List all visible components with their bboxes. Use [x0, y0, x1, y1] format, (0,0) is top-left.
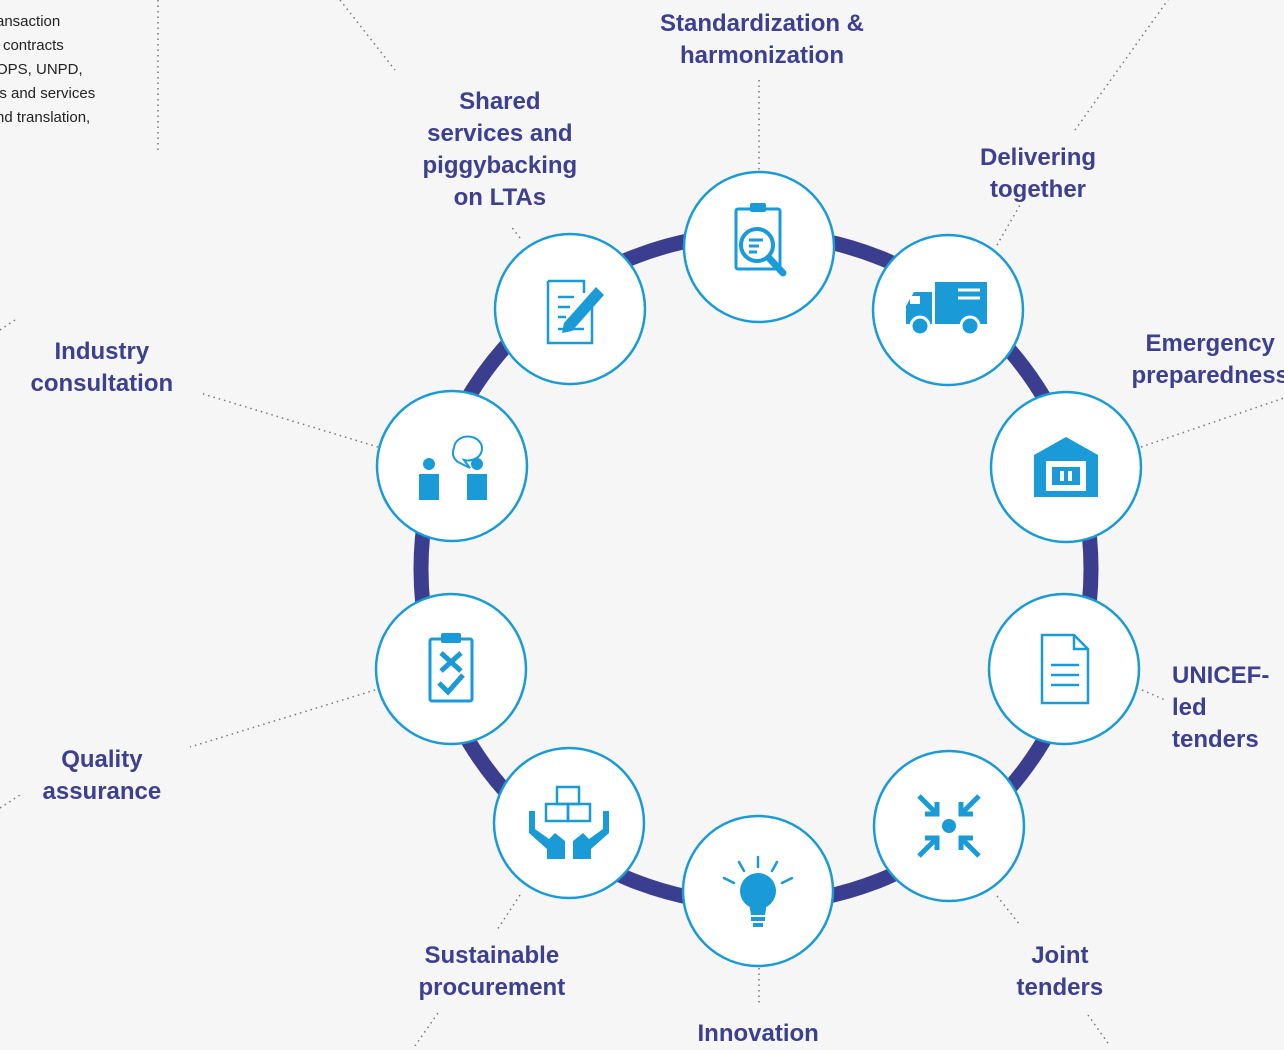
node-shared [495, 234, 645, 384]
label-line: Delivering [980, 142, 1096, 174]
label-line: on LTAs [423, 182, 578, 214]
label-line: preparedness [1132, 360, 1284, 392]
label-line: tenders [1172, 724, 1269, 756]
label-innovation: Innovation [698, 1018, 819, 1050]
node-unicef-led [989, 594, 1139, 744]
connector-line [510, 225, 520, 238]
node-industry [377, 391, 527, 541]
node-circle [377, 391, 527, 541]
label-line: tenders [1017, 972, 1104, 1004]
label-line: assurance [43, 776, 162, 808]
connector-line [0, 320, 15, 330]
label-line: together [980, 174, 1096, 206]
node-joint [874, 751, 1024, 901]
connector-line [190, 690, 375, 747]
label-line: led [1172, 692, 1269, 724]
label-line: Quality [43, 744, 162, 776]
connector-line [997, 205, 1020, 245]
label-line: harmonization [660, 40, 864, 72]
connector-line [1075, 0, 1175, 130]
node-standardization [684, 172, 834, 322]
connector-line [340, 0, 395, 70]
label-line: Innovation [698, 1018, 819, 1050]
connector-line [0, 795, 20, 808]
node-delivering [873, 235, 1023, 385]
connector-line [415, 1010, 440, 1046]
label-line: Industry [31, 336, 174, 368]
label-line: Shared [423, 86, 578, 118]
label-line: Standardization & [660, 8, 864, 40]
connector-line [1141, 398, 1284, 447]
node-emergency [991, 392, 1141, 542]
node-circle [495, 234, 645, 384]
label-line: procurement [419, 972, 566, 1004]
node-circle [989, 594, 1139, 744]
connector-line [1088, 1015, 1110, 1046]
connector-line [200, 393, 378, 447]
label-line: Emergency [1132, 328, 1284, 360]
node-quality [376, 594, 526, 744]
node-innovation [683, 816, 833, 966]
label-line: Joint [1017, 940, 1104, 972]
connector-line [997, 896, 1020, 925]
connector-line [1142, 690, 1165, 700]
label-line: services and [423, 118, 578, 150]
label-line: UNICEF- [1172, 660, 1269, 692]
label-standardization: Standardization &harmonization [660, 8, 864, 72]
label-line: piggybacking [423, 150, 578, 182]
node-circle [494, 748, 644, 898]
node-sustainable [494, 748, 644, 898]
node-group [376, 172, 1141, 966]
label-line: Sustainable [419, 940, 566, 972]
label-line: consultation [31, 368, 174, 400]
node-circle [376, 594, 526, 744]
connector-line [497, 895, 520, 930]
